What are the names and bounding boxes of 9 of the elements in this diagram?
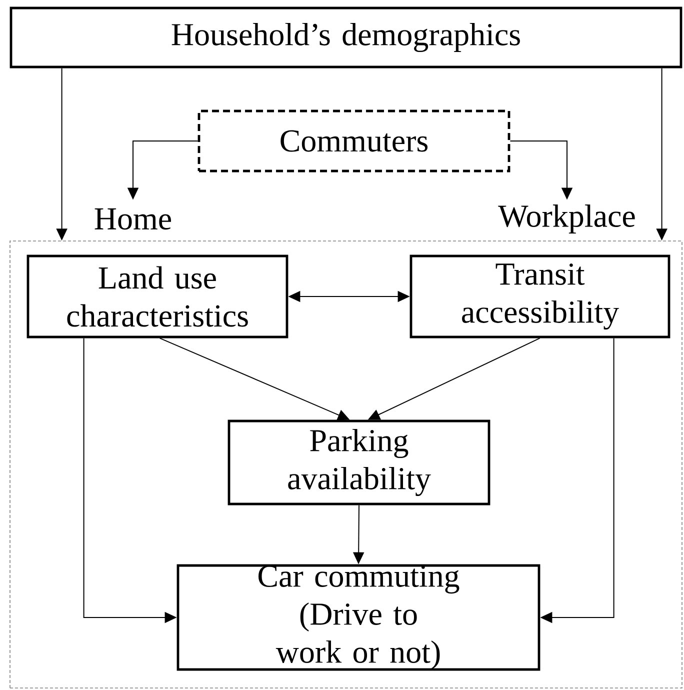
process-box: Parking availability [228, 420, 490, 506]
dashed-frame [10, 240, 682, 688]
place-label: Home [94, 208, 171, 230]
process-box: Commuters [198, 110, 510, 172]
process-box: Land use characteristics [26, 254, 288, 338]
process-box: Transit accessibility [410, 254, 670, 338]
process-box: Household’s demographics [10, 6, 682, 68]
process-box: Car commuting (Drive to work or not) [176, 564, 540, 671]
place-label: Workplace [498, 204, 635, 234]
